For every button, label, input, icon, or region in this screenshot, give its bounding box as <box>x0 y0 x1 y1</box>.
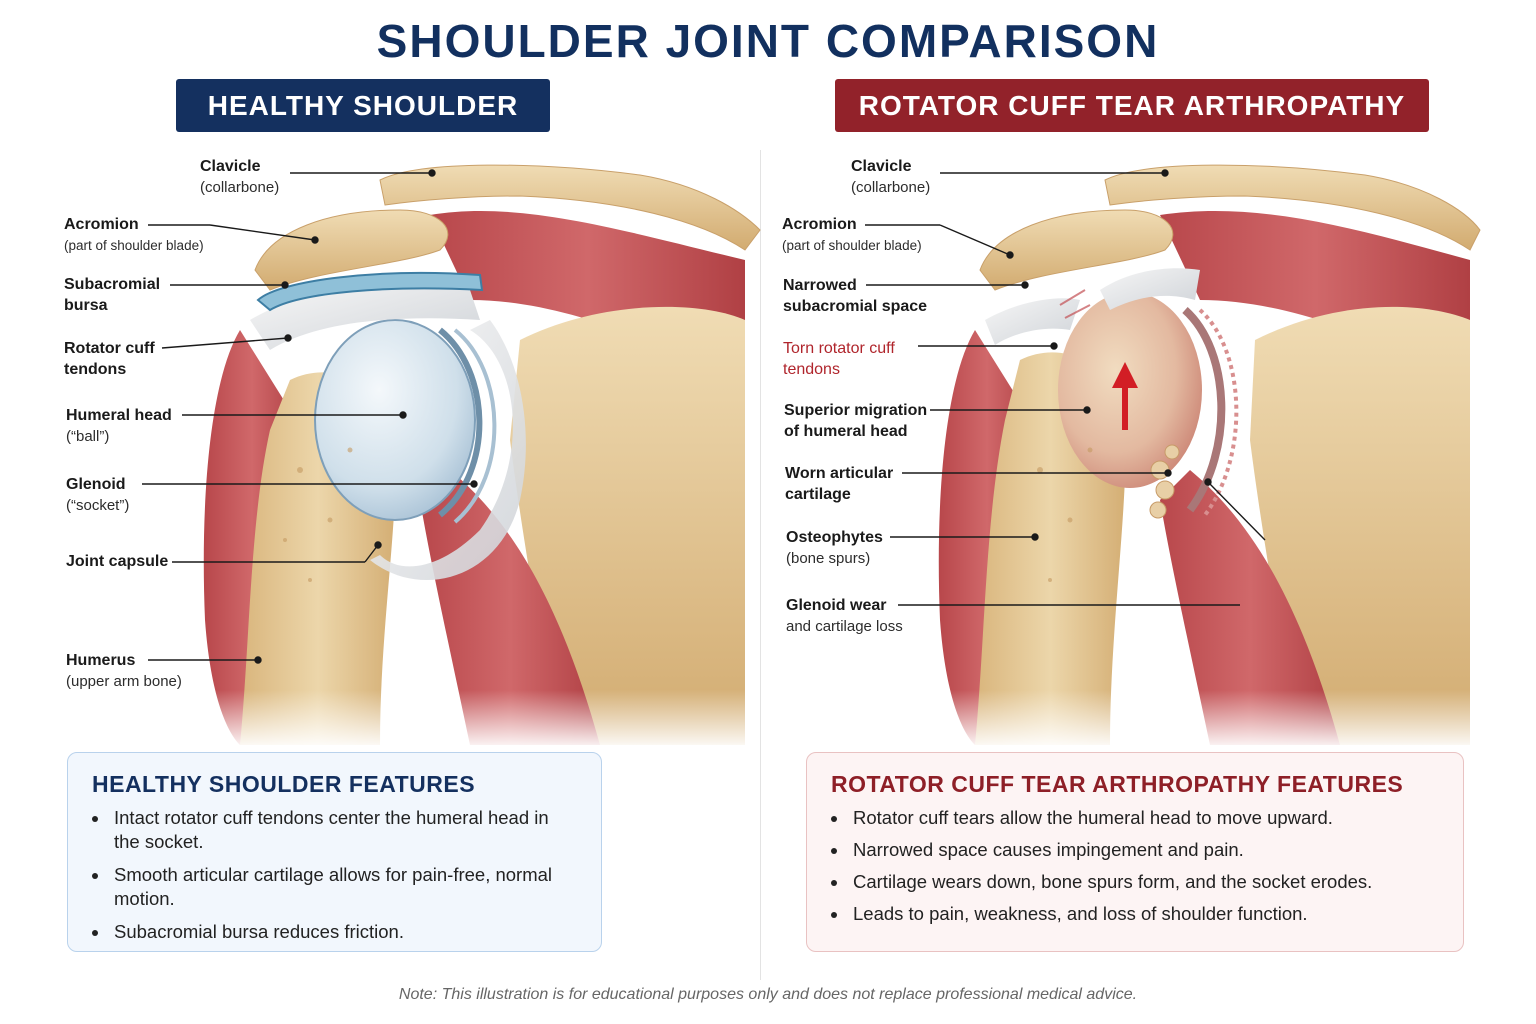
label-tear-glenoid: Glenoid wear and cartilage loss <box>786 597 903 635</box>
tear-features-list: Rotator cuff tears allow the humeral hea… <box>831 806 1439 926</box>
tear-features-title: ROTATOR CUFF TEAR ARTHROPATHY FEATURES <box>831 771 1404 797</box>
label-healthy-glenoid: Glenoid (“socket”) <box>66 476 130 514</box>
label-healthy-head: Humeral head (“ball”) <box>66 407 172 445</box>
label-healthy-capsule: Joint capsule <box>66 553 169 570</box>
label-tear-clavicle: Clavicle (collarbone) <box>851 158 931 196</box>
label-tear-osteophytes: Osteophytes (bone spurs) <box>786 529 883 567</box>
list-item: Smooth articular cartilage allows for pa… <box>110 863 577 911</box>
page-title: SHOULDER JOINT COMPARISON <box>376 15 1160 67</box>
label-tear-worn: Worn articular cartilage <box>785 465 894 503</box>
list-item: Intact rotator cuff tendons center the h… <box>110 806 577 854</box>
label-healthy-clavicle: Clavicle (collarbone) <box>200 158 280 196</box>
tear-heading: ROTATOR CUFF TEAR ARTHROPATHY <box>835 79 1429 132</box>
healthy-features-box: HEALTHY SHOULDER FEATURES Intact rotator… <box>67 752 602 952</box>
panel-divider <box>760 150 761 980</box>
label-tear-torn: Torn rotator cuff tendons <box>783 340 895 378</box>
healthy-illustration <box>190 164 761 750</box>
label-tear-acromion: Acromion (part of shoulder blade) <box>782 216 922 253</box>
tear-features-box: ROTATOR CUFF TEAR ARTHROPATHY FEATURES R… <box>806 752 1464 952</box>
list-item: Leads to pain, weakness, and loss of sho… <box>849 902 1439 926</box>
label-healthy-acromion: Acromion (part of shoulder blade) <box>64 216 204 253</box>
healthy-heading: HEALTHY SHOULDER <box>176 79 550 132</box>
label-healthy-cuff: Rotator cuff tendons <box>64 340 155 378</box>
healthy-features-list: Intact rotator cuff tendons center the h… <box>92 806 577 944</box>
label-tear-space: Narrowed subacromial space <box>783 277 928 315</box>
tear-illustration <box>930 164 1490 750</box>
label-healthy-humerus: Humerus (upper arm bone) <box>66 652 182 690</box>
leader-lines <box>142 169 1266 664</box>
disclaimer-note: Note: This illustration is for education… <box>398 986 1138 1003</box>
list-item: Rotator cuff tears allow the humeral hea… <box>849 806 1439 830</box>
list-item: Cartilage wears down, bone spurs form, a… <box>849 870 1439 894</box>
label-healthy-bursa: Subacromial bursa <box>64 276 161 314</box>
label-tear-migration: Superior migration of humeral head <box>784 402 928 440</box>
list-item: Subacromial bursa reduces friction. <box>110 920 577 944</box>
list-item: Narrowed space causes impingement and pa… <box>849 838 1439 862</box>
healthy-features-title: HEALTHY SHOULDER FEATURES <box>92 771 476 797</box>
